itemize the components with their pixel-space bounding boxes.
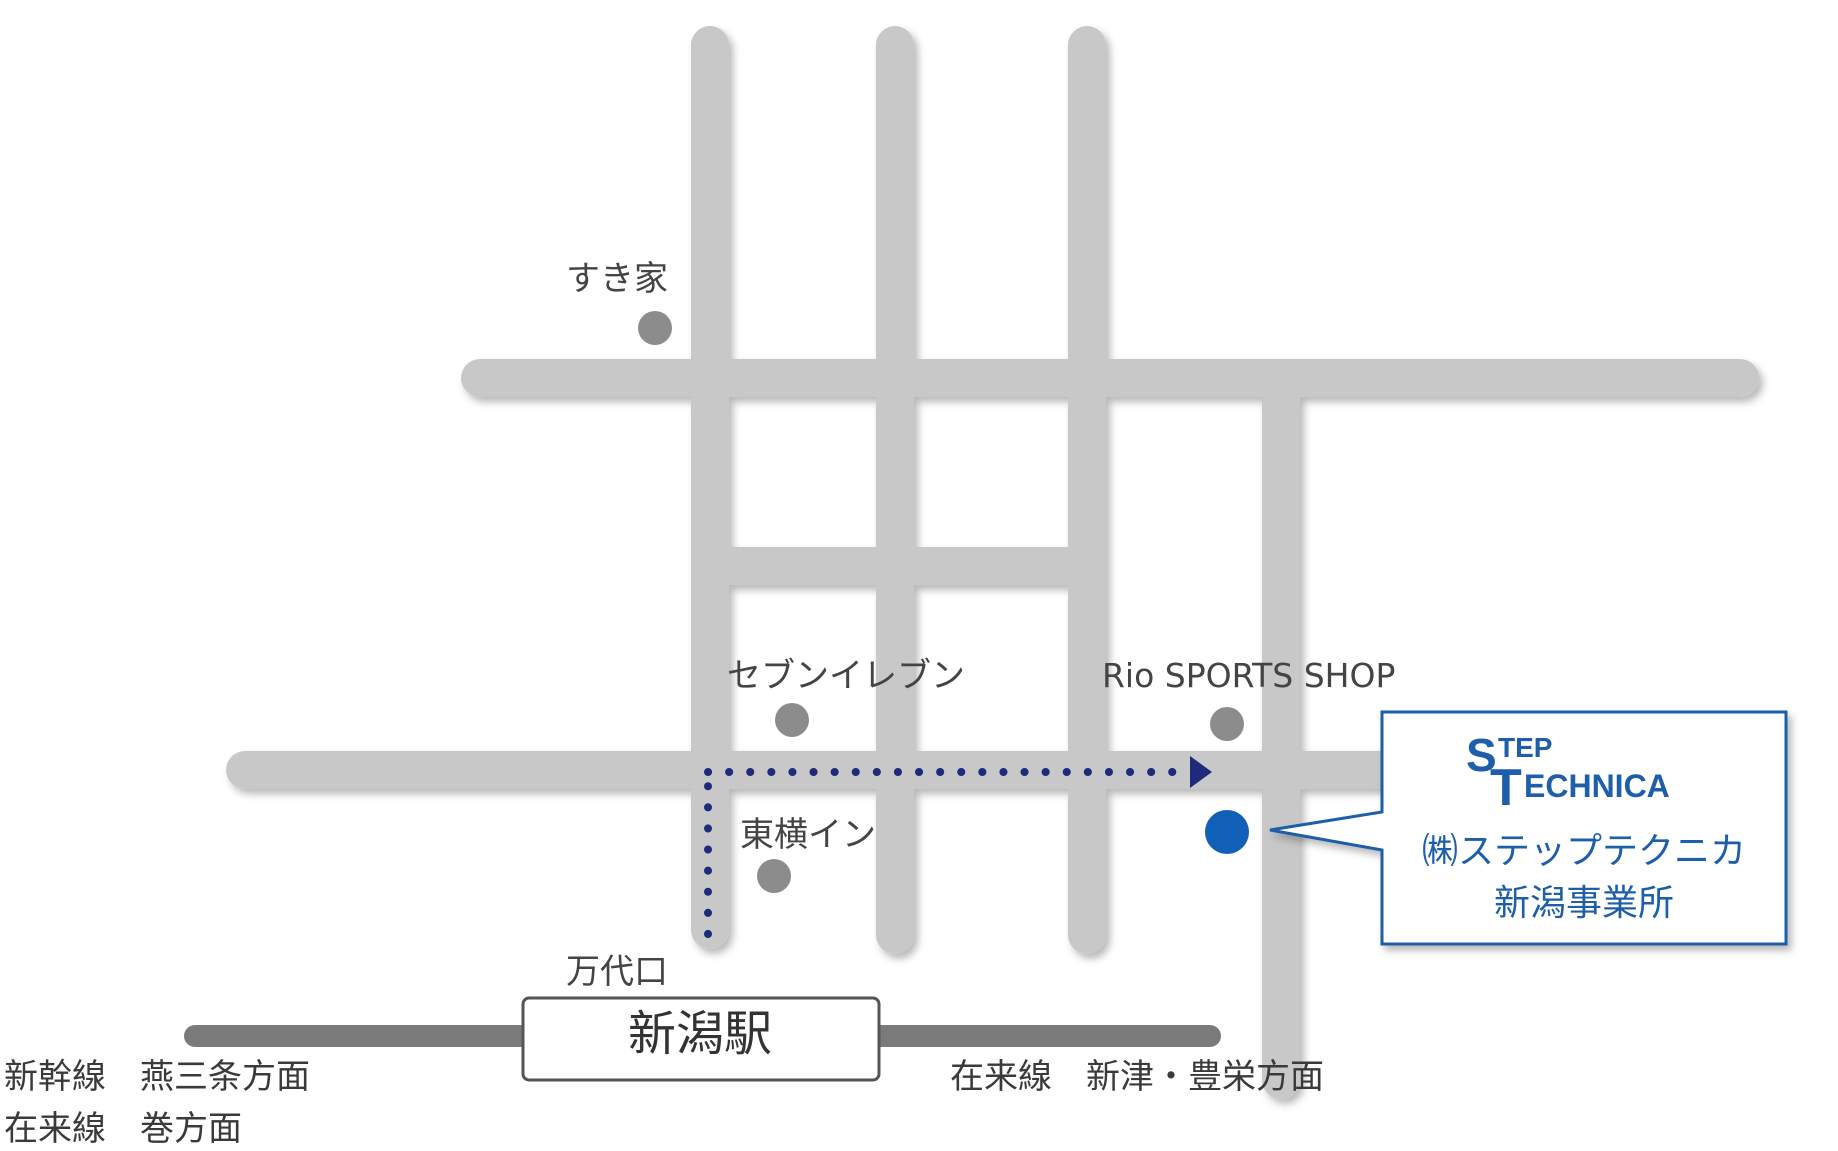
- company-callout: [1269, 710, 1788, 946]
- sukiya-dot: [638, 311, 672, 345]
- company-name: ㈱ステップテクニカ: [1421, 831, 1746, 872]
- label-toyoko-inn: 東横イン: [740, 815, 876, 855]
- toyoko-inn-dot: [757, 859, 791, 893]
- seven-eleven-dot: [775, 703, 809, 737]
- walking-route: [704, 756, 1212, 938]
- label-bandai-exit: 万代口: [566, 952, 668, 992]
- direction-left-line1: 新幹線 燕三条方面: [4, 1057, 310, 1097]
- route-arrow-icon: [1190, 756, 1212, 788]
- rio-sports-dot: [1210, 707, 1244, 741]
- direction-left-line2: 在来線 巻方面: [4, 1109, 242, 1149]
- office-name: 新潟事業所: [1493, 883, 1674, 924]
- label-rio-sports: Rio SPORTS SHOP: [1102, 656, 1396, 695]
- logo-letter-t: T: [1490, 759, 1522, 817]
- logo-letter-s: S: [1466, 729, 1497, 781]
- label-seven-eleven: セブンイレブン: [727, 656, 965, 696]
- logo-word-tep: TEP: [1498, 732, 1553, 763]
- road-network: [226, 26, 1759, 1099]
- station-name: 新潟駅: [627, 1006, 772, 1062]
- destination-marker-icon: [1205, 810, 1249, 854]
- label-sukiya: すき家: [566, 259, 668, 299]
- step-technica-logo: S TEP T ECHNICA: [1466, 732, 1706, 818]
- station-box: [521, 996, 881, 1082]
- logo-word-echnica: ECHNICA: [1524, 768, 1670, 804]
- direction-right-line1: 在来線 新津・豊栄方面: [950, 1057, 1324, 1097]
